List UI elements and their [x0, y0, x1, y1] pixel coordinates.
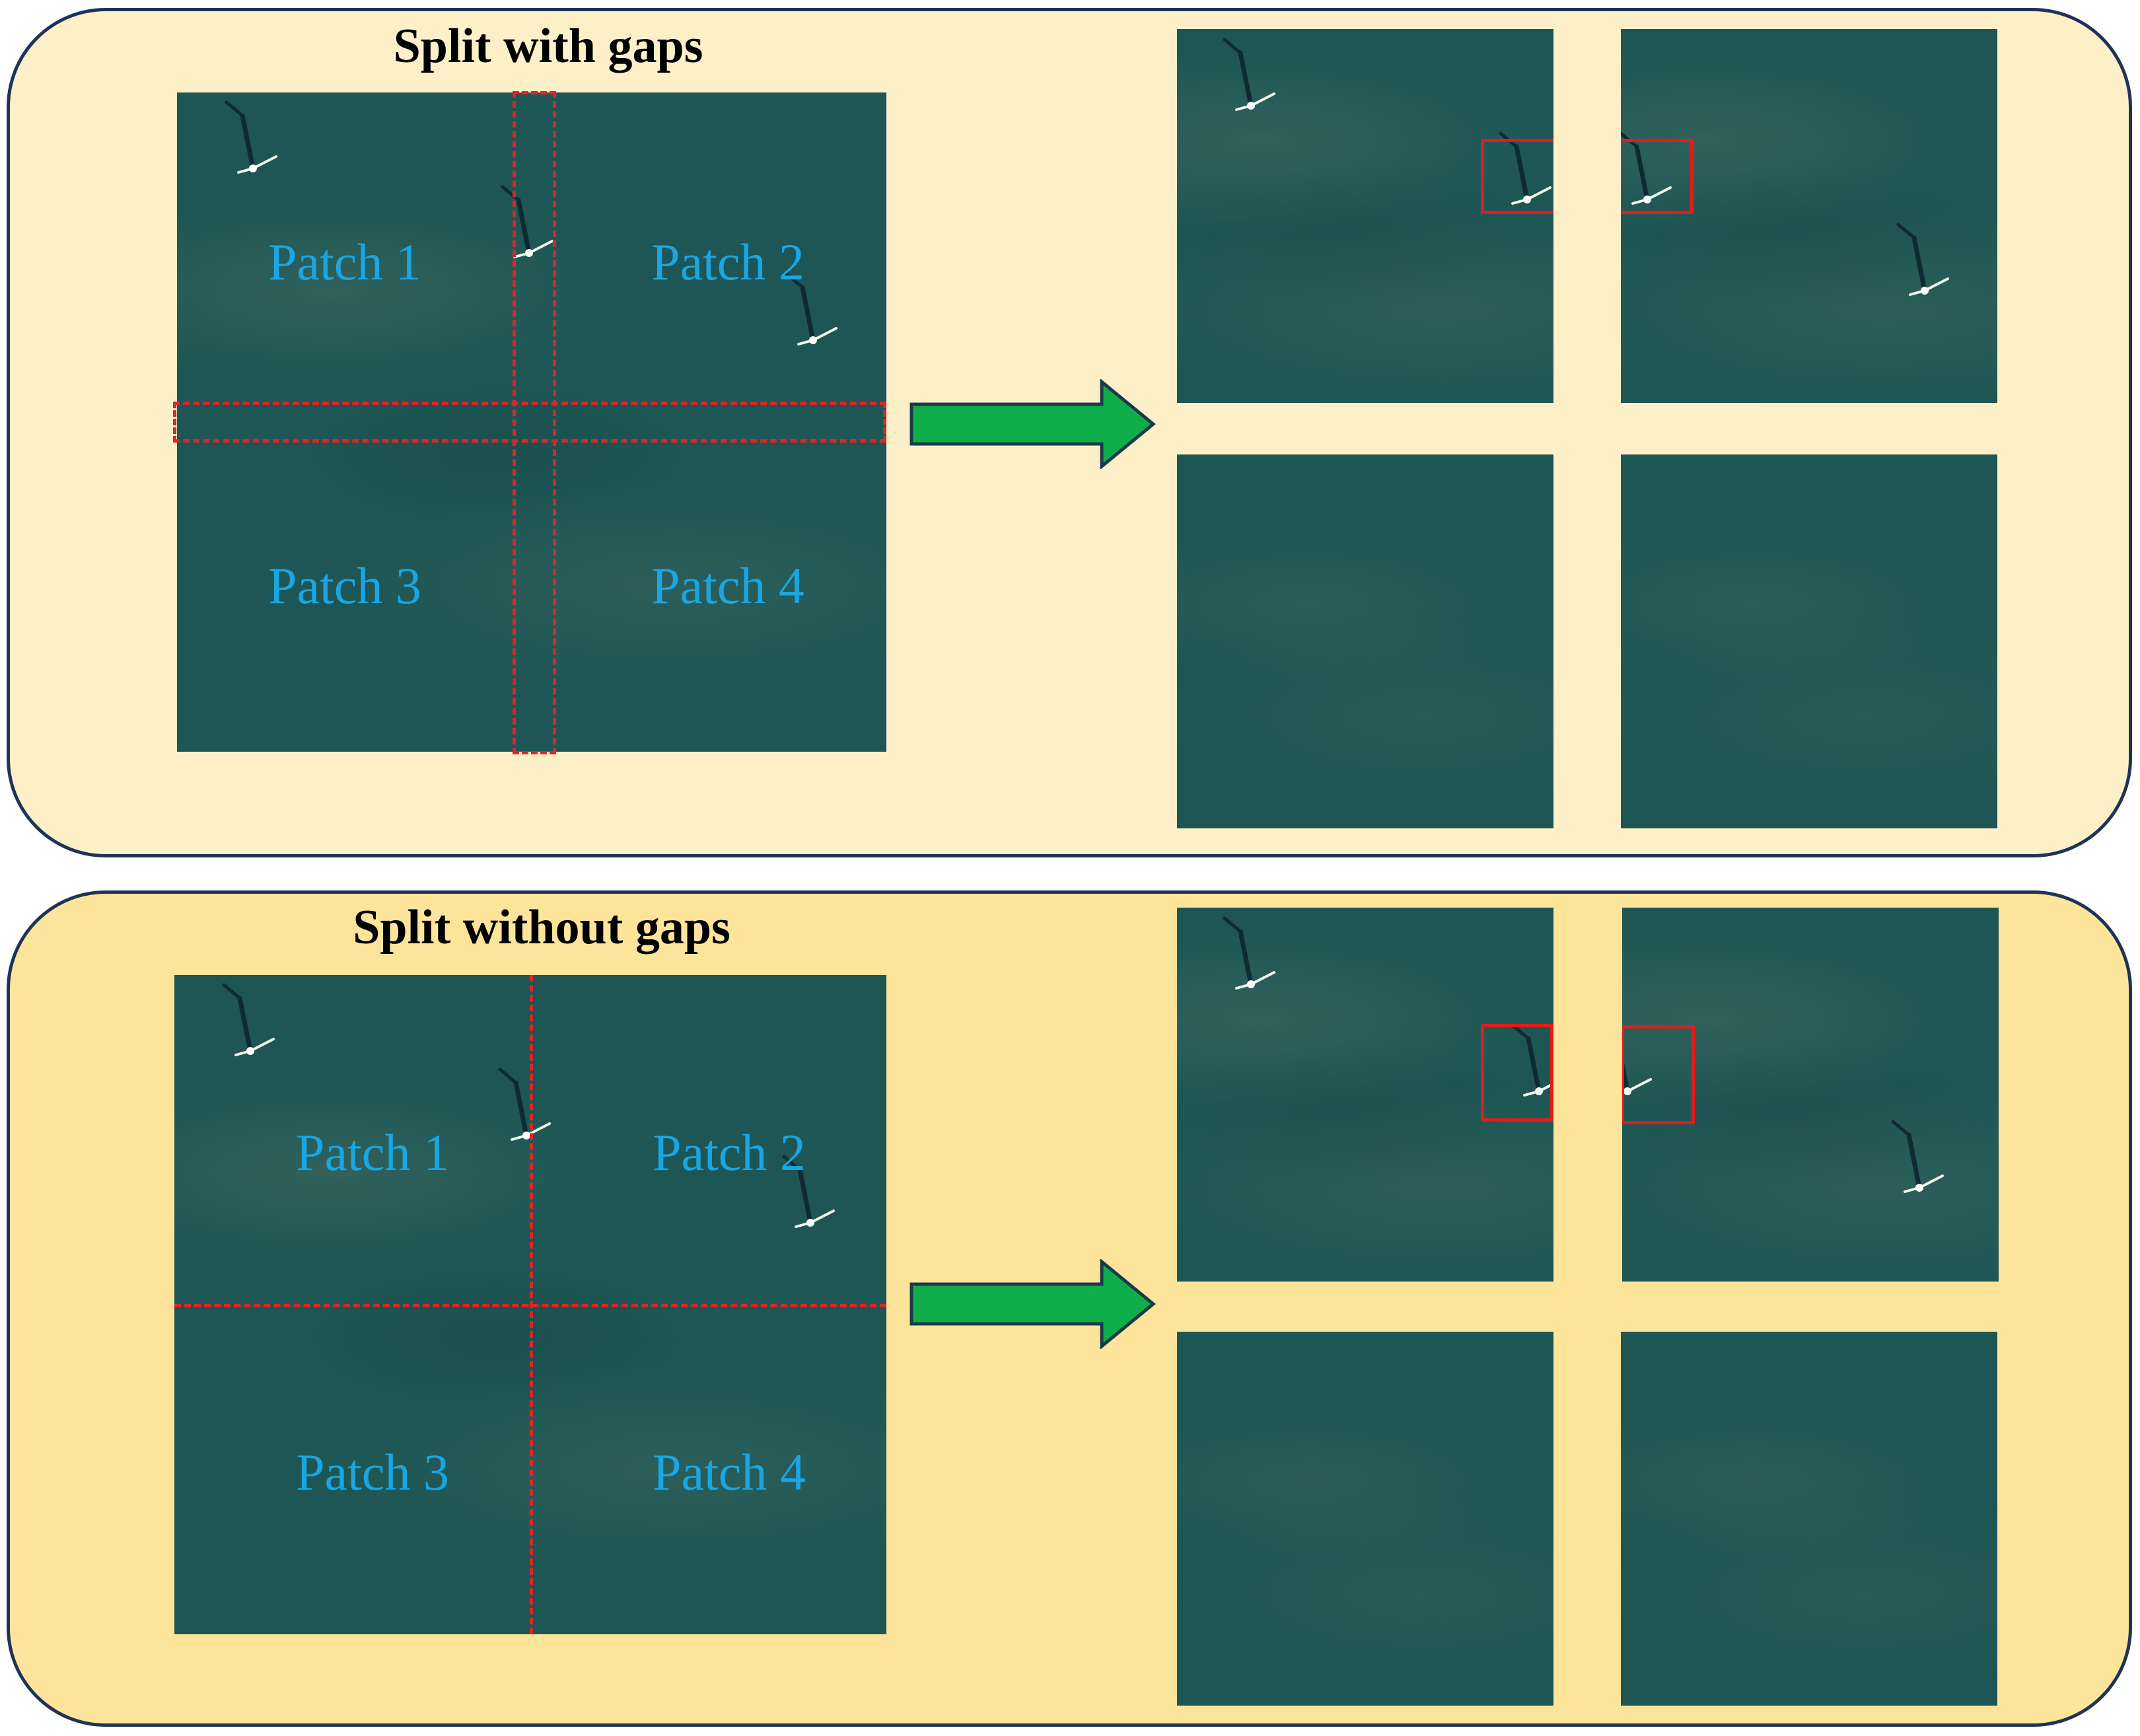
result-patch-3-without-gaps [1177, 1332, 1553, 1706]
right-arrow-icon [910, 1259, 1156, 1349]
turbine-highlight-box [1481, 139, 1553, 214]
result-patch-1-without-gaps [1177, 908, 1553, 1282]
patch-label-4-with-gaps: Patch 4 [651, 557, 804, 614]
result-patch-1-with-gaps [1177, 29, 1553, 403]
patch-label-1-with-gaps: Patch 1 [268, 233, 421, 291]
turbine-highlight-box [1481, 1024, 1553, 1122]
patch-label-3-without-gaps: Patch 3 [296, 1443, 449, 1501]
source-image-with-gaps [177, 92, 886, 752]
patch-label-2-without-gaps: Patch 2 [653, 1124, 806, 1181]
result-patch-4-with-gaps [1621, 454, 1997, 828]
patch-label-1-without-gaps: Patch 1 [296, 1124, 449, 1181]
patch-label-3-with-gaps: Patch 3 [268, 557, 421, 614]
horizontal-split-line [174, 1304, 886, 1307]
patch-label-2-with-gaps: Patch 2 [651, 233, 804, 291]
result-patch-2-with-gaps [1621, 29, 1997, 403]
result-patch-2-without-gaps [1622, 908, 1999, 1282]
vertical-gap-strip [513, 91, 556, 754]
patch-label-4-without-gaps: Patch 4 [653, 1443, 806, 1501]
turbine-highlight-box [1622, 1025, 1695, 1124]
result-patch-4-without-gaps [1621, 1332, 1997, 1706]
turbine-highlight-box [1621, 139, 1694, 214]
panel-title-without-gaps: Split without gaps [353, 900, 731, 955]
horizontal-gap-strip [173, 402, 886, 443]
right-arrow-icon [910, 379, 1156, 469]
panel-title-with-gaps: Split with gaps [393, 19, 703, 73]
result-patch-3-with-gaps [1177, 454, 1553, 828]
